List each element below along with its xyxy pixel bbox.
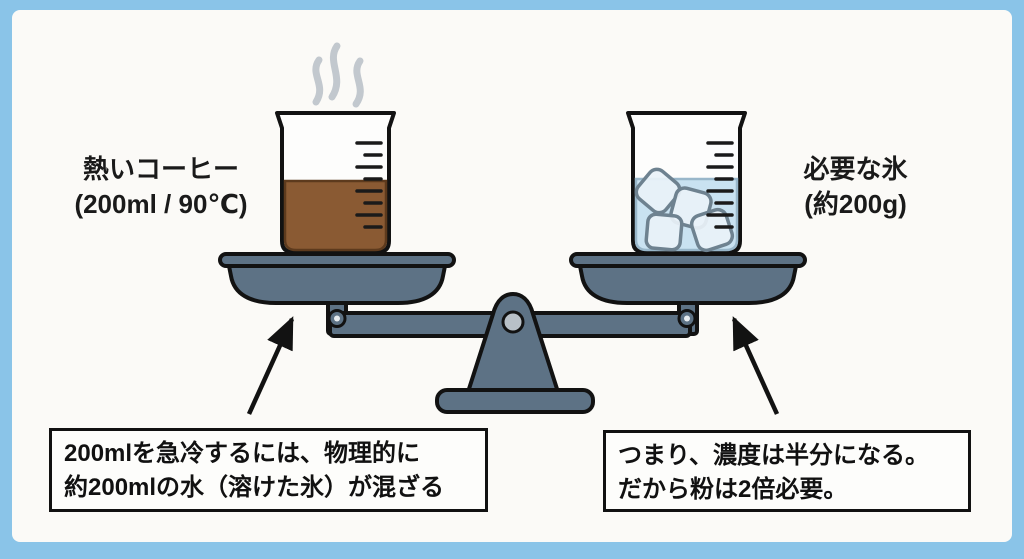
ice-cubes xyxy=(634,167,735,253)
left-note-line1: 200mlを急冷するには、物理的に xyxy=(64,440,421,467)
coffee-beaker-icon xyxy=(275,42,396,254)
ice-cube-icon xyxy=(644,212,684,252)
ice-cube-icon xyxy=(634,167,682,215)
ice-beaker-ticks xyxy=(706,141,734,229)
left-note-box: 200mlを急冷するには、物理的に 約200mlの水（溶けた氷）が混ざる xyxy=(49,428,488,512)
steam-wisps-icon xyxy=(312,42,364,108)
coffee-liquid xyxy=(283,179,388,252)
left-rivet xyxy=(327,309,347,328)
right-note-box: つまり、濃度は半分になる。 だから粉は2倍必要。 xyxy=(603,430,971,512)
scale-fulcrum xyxy=(466,292,560,394)
left-pan xyxy=(218,252,456,305)
right-note-line1: つまり、濃度は半分になる。 xyxy=(618,442,930,469)
fulcrum-pivot xyxy=(501,310,525,334)
scale-base xyxy=(435,388,595,414)
left-note-line2: 約200mlの水（溶けた氷）が混ざる xyxy=(64,474,445,501)
left-pointer-arrow-icon xyxy=(246,316,295,415)
right-pan xyxy=(569,252,807,305)
ice-beaker-icon xyxy=(626,111,747,254)
hot-coffee-label-line1: 熱いコーヒー xyxy=(82,154,239,184)
right-note-line2: だから粉は2倍必要。 xyxy=(618,476,848,503)
balance-scale-icon xyxy=(218,252,807,414)
ice-needed-label-line2: (約200g) xyxy=(804,189,907,219)
hot-coffee-label-line2: (200ml / 90℃) xyxy=(74,189,248,219)
coffee-beaker-ticks xyxy=(355,141,383,229)
right-pointer-arrow-icon xyxy=(731,316,780,415)
ice-needed-label-line1: 必要な氷 xyxy=(803,154,908,184)
ice-cube-icon xyxy=(689,207,735,253)
ice-needed-label: 必要な氷 (約200g) xyxy=(758,152,953,222)
right-rivet xyxy=(677,309,697,328)
hot-coffee-label: 熱いコーヒー (200ml / 90℃) xyxy=(38,152,284,222)
